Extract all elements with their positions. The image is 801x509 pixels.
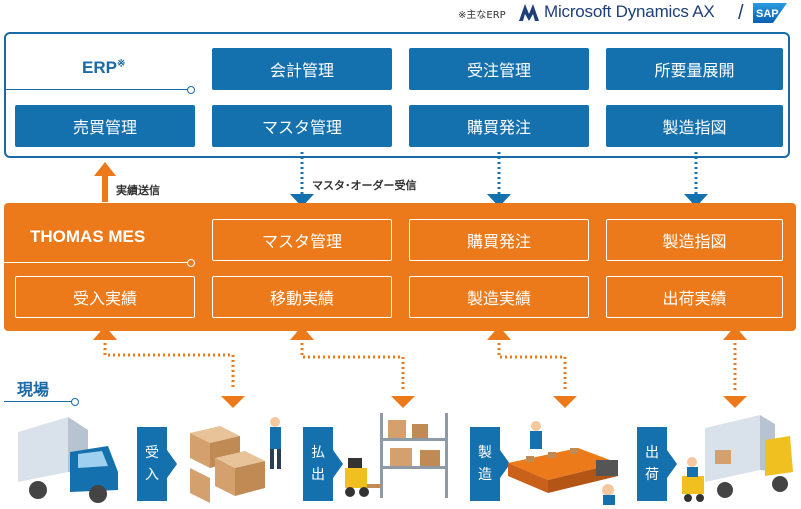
- mes-module-transfer-results: 移動実績: [212, 276, 392, 318]
- erp-module-purchasing: 購買発注: [409, 105, 589, 147]
- erp-title-dot: [187, 86, 195, 94]
- microsoft-logo-text: Microsoft Dynamics AX: [544, 2, 715, 21]
- step-receiving: 受入: [137, 427, 167, 501]
- mes-title: THOMAS MES: [30, 227, 146, 246]
- erp-module-master: マスタ管理: [212, 105, 392, 147]
- sap-logo-text: SAP: [756, 8, 779, 20]
- erp-module-production-order: 製造指図: [606, 105, 783, 147]
- genba-title-dot: [71, 398, 79, 406]
- result-send-label: 実績送信: [116, 184, 160, 197]
- field-arrow-heads: [93, 326, 747, 408]
- mes-module-production-order: 製造指図: [606, 219, 783, 261]
- mes-module-purchasing: 購買発注: [409, 219, 589, 261]
- step-shipping: 出荷: [637, 427, 667, 501]
- erp-note: ※主なERP: [458, 10, 506, 21]
- mes-title-dot: [187, 259, 195, 267]
- step-issue-arrow: [333, 450, 343, 478]
- step-shipping-arrow: [667, 450, 677, 478]
- step-receiving-arrow: [167, 450, 177, 478]
- erp-module-order-management: 受注管理: [409, 48, 589, 90]
- master-order-receive-label: マスタ･オーダー受信: [312, 179, 417, 192]
- step-production-arrow: [500, 450, 510, 478]
- field-to-mes-arrows: [103, 338, 737, 390]
- mes-module-production-results: 製造実績: [409, 276, 589, 318]
- erp-module-accounting: 会計管理: [212, 48, 392, 90]
- dynamics-icon: [519, 4, 539, 21]
- sap-logo: SAP: [753, 3, 787, 23]
- microsoft-dynamics-logo: Microsoft Dynamics AX: [518, 2, 715, 22]
- logo-separator: /: [738, 2, 744, 24]
- warehouse-boxes-illustration: [190, 417, 281, 503]
- erp-title-underline: [4, 89, 192, 90]
- delivery-truck-icon: [18, 417, 118, 503]
- genba-title-underline: [4, 401, 74, 402]
- shipping-truck-illustration: [682, 415, 793, 502]
- erp-title: ERP※: [82, 58, 126, 77]
- mes-module-master: マスタ管理: [212, 219, 392, 261]
- erp-module-mrp: 所要量展開: [606, 48, 783, 90]
- result-send-arrow: [94, 162, 116, 202]
- mes-title-underline: [4, 262, 192, 263]
- shelf-forklift-illustration: [345, 413, 448, 498]
- erp-module-trading: 売買管理: [15, 105, 195, 147]
- master-receive-arrows: [290, 152, 708, 207]
- step-production: 製造: [470, 427, 500, 501]
- mes-module-receiving-results: 受入実績: [15, 276, 195, 318]
- step-issue: 払出: [303, 427, 333, 501]
- production-line-illustration: [508, 421, 618, 505]
- genba-title: 現場: [17, 380, 50, 399]
- mes-module-shipping-results: 出荷実績: [606, 276, 783, 318]
